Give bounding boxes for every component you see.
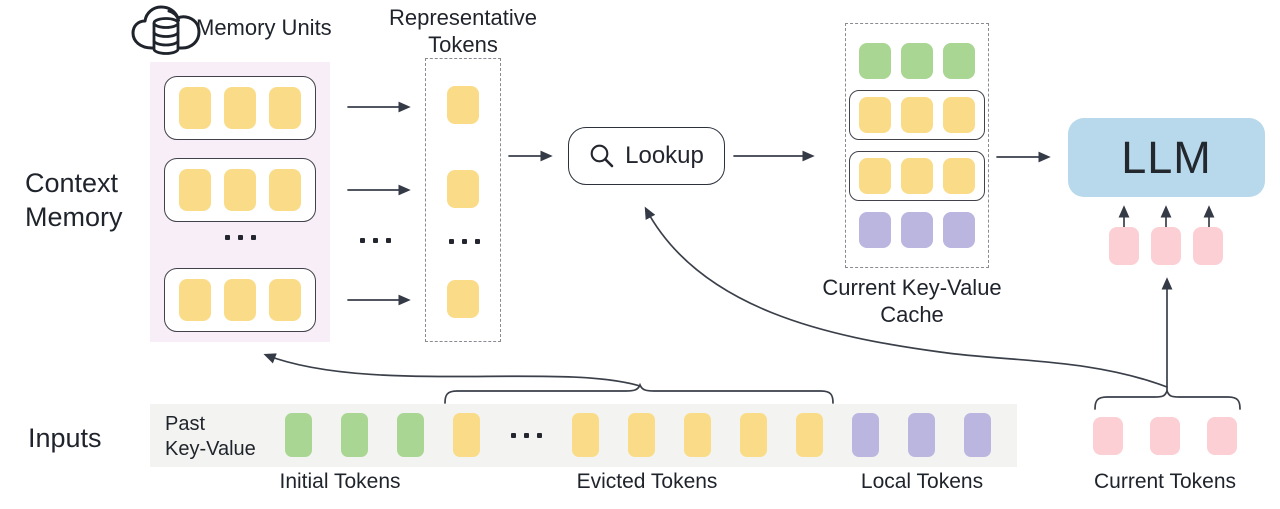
context-memory-label: Context Memory — [25, 168, 123, 232]
green-token — [859, 43, 891, 79]
green-token — [943, 43, 975, 79]
ellipsis — [509, 432, 543, 438]
yellow-token — [447, 170, 479, 208]
initial-tokens-label: Initial Tokens — [279, 470, 401, 493]
inputs-label: Inputs — [28, 423, 102, 453]
yellow-token — [224, 87, 256, 129]
green-token — [397, 413, 424, 457]
memory-unit-row — [164, 158, 316, 222]
yellow-token — [447, 280, 479, 318]
yellow-token — [796, 413, 823, 457]
representative-token — [426, 280, 500, 318]
pink-token — [1207, 417, 1237, 455]
current-tokens-group — [1093, 417, 1237, 455]
memory-units-label: Memory Units — [196, 15, 332, 40]
cache-row-initial — [859, 43, 975, 79]
llm-input-tokens — [1109, 227, 1223, 265]
yellow-token — [179, 279, 211, 321]
yellow-token — [269, 169, 301, 211]
current-kv-cache-label: Current Key-Value Cache — [822, 275, 1002, 327]
yellow-token — [269, 279, 301, 321]
yellow-token — [859, 158, 891, 194]
pink-token — [1109, 227, 1139, 265]
yellow-token — [224, 169, 256, 211]
ellipsis — [355, 238, 395, 243]
search-icon — [590, 144, 614, 168]
purple-token — [859, 212, 891, 248]
past-kv-label: Past Key-Value — [165, 413, 256, 460]
purple-token — [852, 413, 879, 457]
memory-unit-row — [164, 76, 316, 140]
yellow-token — [859, 97, 891, 133]
yellow-token — [179, 87, 211, 129]
purple-token — [943, 212, 975, 248]
pink-token — [1093, 417, 1123, 455]
pink-token — [1151, 227, 1181, 265]
evicted-tokens-label: Evicted Tokens — [576, 470, 718, 493]
cache-row-memory-unit — [849, 90, 985, 140]
current-tokens-label: Current Tokens — [1093, 470, 1237, 493]
yellow-token — [901, 97, 933, 133]
purple-token — [964, 413, 991, 457]
representative-token — [426, 170, 500, 208]
yellow-token — [572, 413, 599, 457]
yellow-token — [224, 279, 256, 321]
pink-token — [1193, 227, 1223, 265]
yellow-token — [943, 158, 975, 194]
lookup-button: Lookup — [568, 127, 725, 185]
local-tokens-label: Local Tokens — [860, 470, 984, 493]
memory-unit-row — [164, 268, 316, 332]
representative-tokens-label: Representative Tokens — [389, 5, 537, 57]
lookup-label: Lookup — [625, 142, 704, 169]
cache-row-memory-unit — [849, 151, 985, 201]
yellow-token — [901, 158, 933, 194]
past-kv-tokens — [285, 413, 991, 457]
yellow-token — [453, 413, 480, 457]
yellow-token — [943, 97, 975, 133]
llm-box: LLM — [1068, 118, 1265, 197]
representative-tokens-box — [425, 58, 501, 342]
purple-token — [908, 413, 935, 457]
brace-current-tokens — [1094, 388, 1241, 410]
green-token — [341, 413, 368, 457]
ellipsis — [426, 239, 502, 244]
yellow-token — [269, 87, 301, 129]
representative-token — [426, 86, 500, 124]
context-memory-panel — [150, 62, 330, 342]
green-token — [285, 413, 312, 457]
purple-token — [901, 212, 933, 248]
yellow-token — [684, 413, 711, 457]
current-kv-cache-box — [845, 23, 989, 268]
pink-token — [1150, 417, 1180, 455]
yellow-token — [740, 413, 767, 457]
ellipsis — [150, 235, 330, 240]
cloud-database-icon — [131, 5, 201, 55]
llm-label: LLM — [1121, 131, 1212, 183]
green-token — [901, 43, 933, 79]
yellow-token — [179, 169, 211, 211]
cache-row-local — [859, 212, 975, 248]
arrow-evicted-to-context-memory — [263, 353, 641, 387]
yellow-token — [628, 413, 655, 457]
brace-evicted-tokens — [444, 382, 834, 404]
yellow-token — [447, 86, 479, 124]
